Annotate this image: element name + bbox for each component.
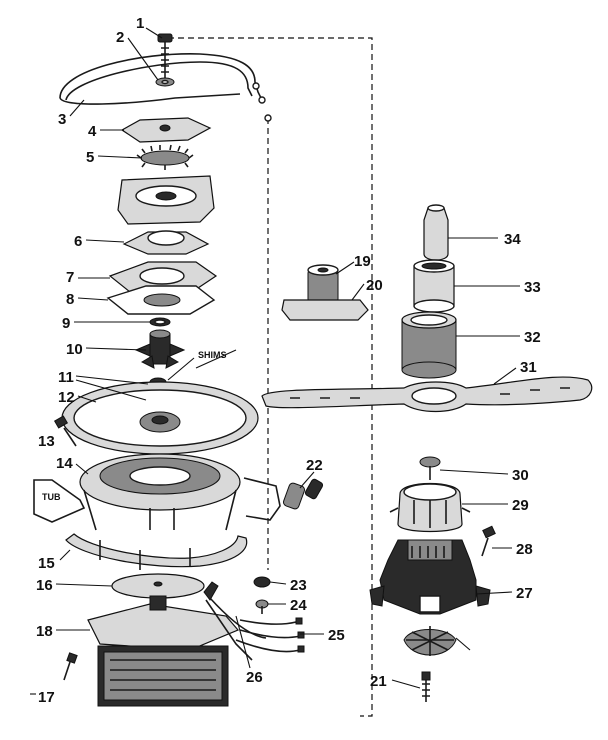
part-label-27: 27 bbox=[516, 585, 533, 602]
part-31-spray-arm bbox=[261, 376, 593, 413]
part-18-motor bbox=[87, 595, 239, 707]
part-label-1: 1 bbox=[136, 15, 144, 32]
part-label-7: 7 bbox=[66, 269, 74, 286]
tub-label: TUB bbox=[42, 492, 61, 502]
part-29-housing bbox=[389, 482, 471, 533]
part-2-washer bbox=[155, 77, 175, 87]
part-8-plate bbox=[106, 285, 216, 315]
part-9-oring bbox=[149, 317, 171, 327]
upper-housing bbox=[117, 175, 215, 225]
part-17-bolt bbox=[63, 652, 78, 681]
part-label-8: 8 bbox=[66, 291, 74, 308]
part-label-19: 19 bbox=[354, 253, 371, 270]
leader-lines bbox=[30, 27, 520, 695]
part-label-2: 2 bbox=[116, 29, 124, 46]
part-label-11: 11 bbox=[58, 369, 74, 386]
part-12-pump-cover bbox=[61, 381, 259, 455]
part-22-small-part bbox=[283, 478, 324, 510]
part-13-bolt bbox=[53, 415, 77, 447]
tub-section bbox=[33, 477, 281, 523]
part-label-31: 31 bbox=[520, 359, 537, 376]
part-label-13: 13 bbox=[38, 433, 55, 450]
part-label-29: 29 bbox=[512, 497, 529, 514]
filter-screen bbox=[403, 626, 457, 656]
part-label-6: 6 bbox=[74, 233, 82, 250]
part-label-14: 14 bbox=[56, 455, 73, 472]
part-28-screw bbox=[481, 525, 496, 557]
part-label-32: 32 bbox=[524, 329, 541, 346]
part-label-22: 22 bbox=[306, 457, 323, 474]
part-label-28: 28 bbox=[516, 541, 533, 558]
part-label-30: 30 bbox=[512, 467, 529, 484]
part-23-grommet bbox=[253, 576, 271, 588]
part-label-20: 20 bbox=[366, 277, 383, 294]
part-16-disc bbox=[111, 573, 205, 599]
part-3-heater-loop bbox=[59, 53, 272, 122]
part-24-screw bbox=[255, 599, 269, 614]
part-21-screw bbox=[421, 671, 431, 702]
part-label-10: 10 bbox=[66, 341, 83, 358]
part-6-seal-housing bbox=[122, 230, 210, 255]
part-1-screw bbox=[157, 33, 173, 78]
part-label-34: 34 bbox=[504, 231, 521, 248]
part-label-25: 25 bbox=[328, 627, 345, 644]
part-label-5: 5 bbox=[86, 149, 94, 166]
part-label-17: 17 bbox=[38, 689, 55, 706]
part-4-disc bbox=[120, 117, 212, 143]
part-34-tube bbox=[423, 204, 449, 261]
part-5-gear bbox=[136, 144, 194, 170]
part-label-9: 9 bbox=[62, 315, 70, 332]
assembly-guide-lines bbox=[168, 37, 373, 717]
part-30-nut bbox=[419, 456, 441, 480]
part-label-21: 21 bbox=[370, 673, 387, 690]
part-14-pump-base bbox=[79, 453, 241, 531]
part-33-tube bbox=[413, 259, 455, 313]
part-20-bracket bbox=[281, 299, 369, 321]
part-label-4: 4 bbox=[88, 123, 97, 140]
part-label-23: 23 bbox=[290, 577, 307, 594]
part-label-33: 33 bbox=[524, 279, 541, 296]
part-25-wire-harness bbox=[235, 617, 305, 653]
part-19-hub bbox=[307, 264, 339, 303]
part-number-labels: 1 2 3 4 5 6 7 8 9 10 11 12 13 14 15 16 1… bbox=[36, 15, 541, 706]
part-label-18: 18 bbox=[36, 623, 53, 640]
part-label-24: 24 bbox=[290, 597, 307, 614]
part-label-26: 26 bbox=[246, 669, 263, 686]
part-label-16: 16 bbox=[36, 577, 53, 594]
part-10-impeller bbox=[134, 329, 186, 369]
part-label-3: 3 bbox=[58, 111, 66, 128]
part-label-12: 12 bbox=[58, 389, 75, 406]
shims-label: SHIMS bbox=[198, 350, 227, 360]
part-32-sleeve bbox=[401, 311, 457, 379]
part-label-15: 15 bbox=[38, 555, 55, 572]
part-27-pump-body bbox=[369, 539, 491, 615]
part-15-mounting-ring bbox=[65, 533, 248, 570]
